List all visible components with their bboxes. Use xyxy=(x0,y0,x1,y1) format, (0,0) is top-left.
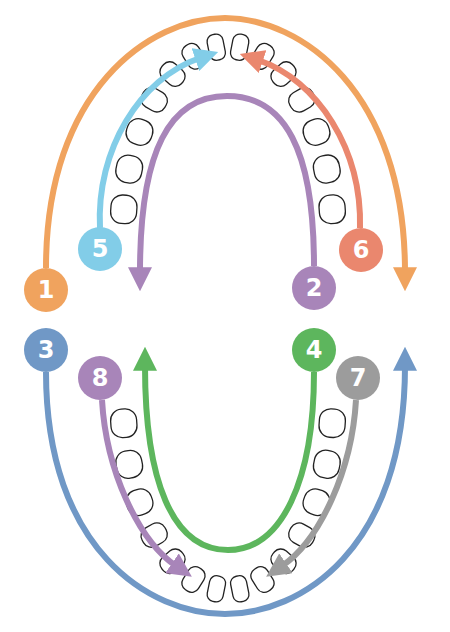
step-circle: 6 xyxy=(339,228,383,272)
step-number: 5 xyxy=(92,237,109,261)
step-circle: 5 xyxy=(78,227,122,271)
arrow-2 xyxy=(140,96,314,272)
tooth xyxy=(110,408,138,438)
arrow-7 xyxy=(282,400,356,566)
step-circle: 1 xyxy=(24,268,68,312)
tooth xyxy=(206,33,227,62)
tooth xyxy=(229,33,250,62)
step-circle: 7 xyxy=(336,356,380,400)
tooth xyxy=(311,153,342,185)
arrow-8 xyxy=(102,400,176,566)
tooth xyxy=(229,574,250,603)
arrow-1 xyxy=(46,18,405,272)
step-number: 8 xyxy=(92,366,109,390)
tooth xyxy=(248,564,277,596)
arrow-5 xyxy=(100,58,200,228)
tooth xyxy=(318,408,346,438)
tooth xyxy=(318,194,346,224)
step-circle: 4 xyxy=(292,328,336,372)
tooth xyxy=(206,574,227,603)
step-number: 2 xyxy=(306,276,323,300)
step-circle: 3 xyxy=(24,328,68,372)
step-number: 4 xyxy=(306,338,323,362)
teeth xyxy=(110,33,346,603)
arrow-3 xyxy=(46,366,405,614)
tooth xyxy=(179,564,208,596)
step-circle: 2 xyxy=(292,266,336,310)
tooth xyxy=(110,194,138,224)
step-number: 3 xyxy=(38,338,55,362)
step-circle: 8 xyxy=(78,356,122,400)
step-number: 6 xyxy=(353,238,370,262)
tooth xyxy=(114,153,145,185)
step-number: 7 xyxy=(350,366,367,390)
tooth xyxy=(311,448,342,480)
brushing-arrows xyxy=(46,18,405,614)
step-number: 1 xyxy=(38,278,55,302)
arrow-4 xyxy=(145,366,314,550)
arrow-6 xyxy=(258,60,360,228)
